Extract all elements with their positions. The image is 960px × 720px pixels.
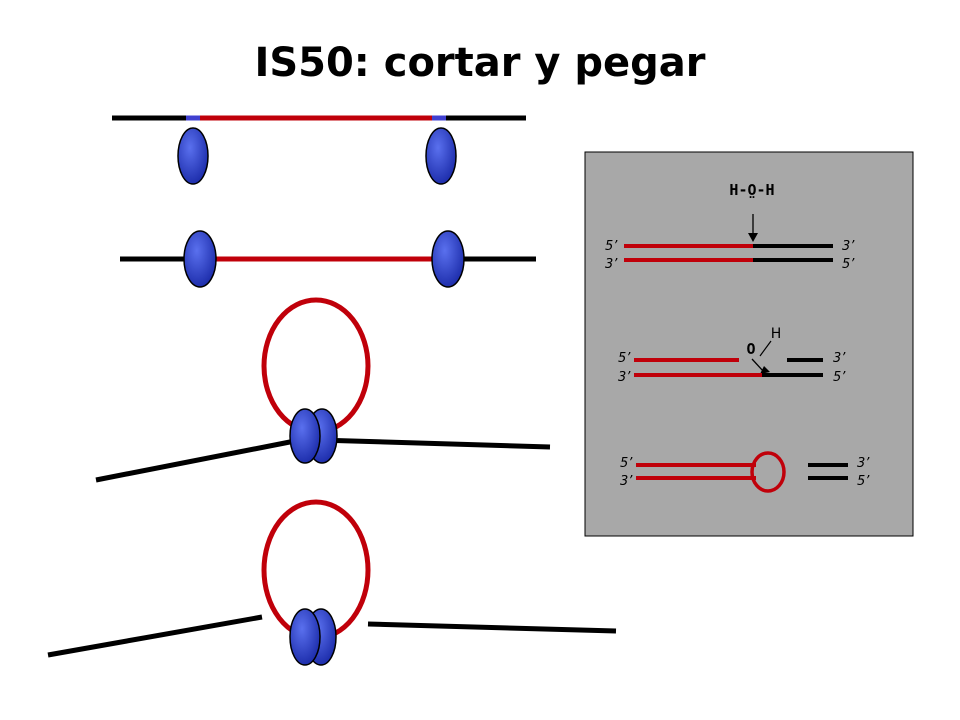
step-1-inserted-transposon (112, 115, 526, 185)
host-dna-right (317, 437, 551, 450)
transposase-left (183, 230, 217, 288)
label-3prime-left: 3’ (618, 370, 631, 385)
transposase-front (289, 608, 321, 666)
label-5prime-left: 5’ (618, 351, 631, 366)
host-dna-left (47, 614, 263, 658)
second-strand-attack-step: H O 5’ 3’ 3’ 5’ (618, 326, 846, 385)
hairpin-step: 5’ 3’ 3’ 5’ (620, 451, 870, 493)
label-5prime-left: 5’ (605, 239, 618, 254)
label-5prime-left: 5’ (620, 456, 633, 471)
step-4-excised-transposon (47, 499, 617, 666)
label-5prime-right: 5’ (833, 370, 846, 385)
host-dna-right (367, 621, 617, 634)
host-dna-left (95, 437, 301, 483)
attack-arrowhead (760, 366, 770, 374)
step-2-transposase-bound (120, 230, 536, 288)
hairpin-loop (750, 451, 786, 493)
lone-pair: ¨ (747, 194, 756, 212)
label-5prime-right: 5’ (842, 257, 855, 272)
page-title: IS50: cortar y pegar (254, 40, 706, 86)
hydrogen-atom: H (771, 326, 782, 342)
panel-background (584, 151, 914, 537)
step-3-synaptic-complex (95, 297, 551, 483)
label-3prime-right: 3’ (857, 456, 870, 471)
oh-bond (759, 340, 772, 357)
attack-arrow (751, 358, 765, 373)
water-molecule: H-O-H (729, 181, 774, 199)
label-3prime-right: 3’ (842, 239, 855, 254)
transposase-right (431, 230, 465, 288)
label-3prime-right: 3’ (833, 351, 846, 366)
mechanism-panel: H-O-H ¨ 5’ 3’ 3’ 5’ H O 5’ 3’ 3’ (584, 151, 914, 537)
transposase-left (177, 127, 209, 185)
hydrolysis-step: H-O-H ¨ 5’ 3’ 3’ 5’ (605, 181, 855, 272)
oxygen-atom: O (746, 340, 755, 358)
transposase-right (425, 127, 457, 185)
attack-arrowhead (748, 233, 758, 242)
transposase-front (289, 408, 321, 464)
label-5prime-right: 5’ (857, 474, 870, 489)
label-3prime-left: 3’ (605, 257, 618, 272)
label-3prime-left: 3’ (620, 474, 633, 489)
